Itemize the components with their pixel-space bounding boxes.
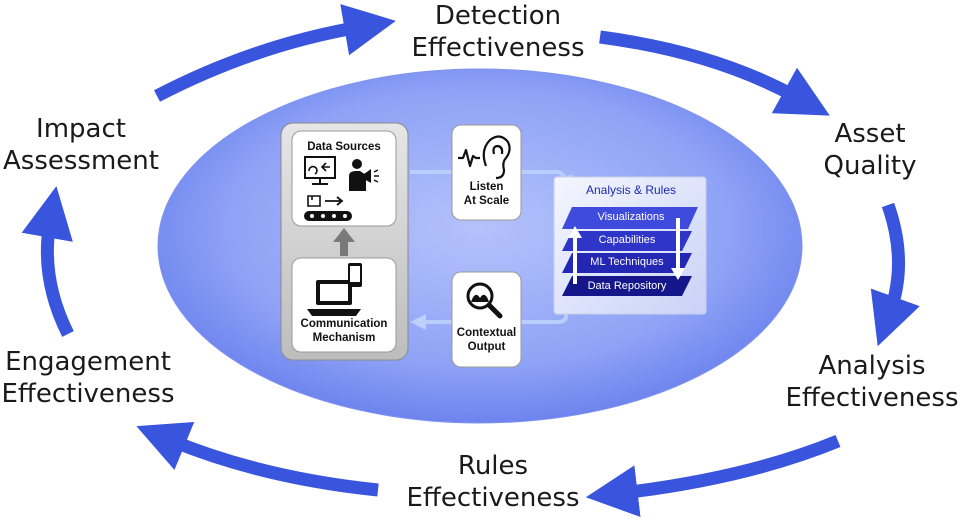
analysis-rules-text: Analysis & Rules — [585, 183, 677, 197]
analysis-line-2: Effectiveness — [785, 383, 959, 413]
data-sources-text: Data Sources — [307, 141, 381, 153]
engagement-effectiveness-label: Engagement Effectiveness — [0, 346, 176, 410]
conveyor-icon — [304, 195, 352, 221]
up-arrow — [333, 228, 355, 256]
cycle-arrows — [21, 4, 920, 517]
arrow-rules-to-engagement — [136, 421, 379, 497]
layer-ml-techniques-shape — [562, 253, 692, 273]
layer-visualizations-shape — [562, 207, 698, 229]
layer-stack — [562, 207, 698, 296]
engagement-line-1: Engagement — [5, 347, 171, 377]
stack-up-arrow — [568, 226, 582, 284]
rules-line-1: Rules — [457, 451, 529, 481]
magnifier-icon — [466, 282, 503, 319]
data-sources-icons — [304, 156, 379, 221]
listen-title: Listen At Scale — [452, 180, 521, 208]
detection-line-2: Effectiveness — [411, 33, 585, 63]
listen-line-1: Listen — [469, 181, 504, 193]
arrow-asset-to-analysis — [870, 202, 920, 347]
detection-line-1: Detection — [434, 1, 562, 31]
contextual-line-2: Output — [467, 341, 506, 353]
person-megaphone-icon — [349, 159, 379, 191]
asset-line-2: Quality — [823, 151, 917, 181]
analysis-rules-title: Analysis & Rules — [556, 183, 706, 197]
listen-box — [451, 124, 522, 221]
arrow-impact-to-detection — [154, 4, 396, 102]
asset-line-1: Asset — [834, 119, 906, 149]
impact-line-1: Impact — [36, 114, 126, 144]
arrow-engagement-to-impact — [21, 186, 74, 337]
layer-data-repository-label: Data Repository — [587, 280, 667, 292]
impact-assessment-label: Impact Assessment — [0, 113, 162, 177]
arrow-analysis-to-rules — [585, 434, 841, 517]
contextual-line-1: Contextual — [456, 327, 517, 339]
asset-quality-label: Asset Quality — [800, 118, 940, 182]
communication-title: Communication Mechanism — [292, 317, 396, 345]
data-sources-box — [291, 130, 397, 227]
rules-line-2: Effectiveness — [406, 483, 580, 513]
flow-analysis-to-output — [520, 306, 568, 324]
layer-ml-techniques-label: ML Techniques — [590, 256, 664, 268]
communication-line-2: Mechanism — [312, 332, 376, 344]
impact-line-2: Assessment — [3, 146, 159, 176]
detection-effectiveness-label: Detection Effectiveness — [378, 0, 618, 64]
contextual-title: Contextual Output — [452, 326, 521, 354]
arrow-detection-to-asset — [599, 30, 830, 116]
communication-icons — [307, 263, 362, 316]
stack-down-arrow — [671, 218, 685, 280]
layer-data-repository-shape — [562, 276, 692, 296]
communication-line-1: Communication — [300, 318, 388, 330]
laptop-icon — [307, 280, 361, 316]
monitor-chart-icon — [304, 156, 336, 185]
phone-icon — [348, 263, 362, 287]
data-sources-title: Data Sources — [292, 140, 396, 154]
analysis-effectiveness-label: Analysis Effectiveness — [772, 350, 972, 414]
listen-line-2: At Scale — [463, 195, 510, 207]
ear-waveform-icon — [458, 135, 511, 180]
layer-capabilities-label: Capabilities — [598, 234, 656, 246]
rules-effectiveness-label: Rules Effectiveness — [383, 450, 603, 514]
engagement-line-2: Effectiveness — [1, 379, 175, 409]
analysis-line-1: Analysis — [818, 351, 926, 381]
layer-capabilities-shape — [562, 231, 692, 251]
layer-visualizations-label: Visualizations — [597, 211, 665, 223]
